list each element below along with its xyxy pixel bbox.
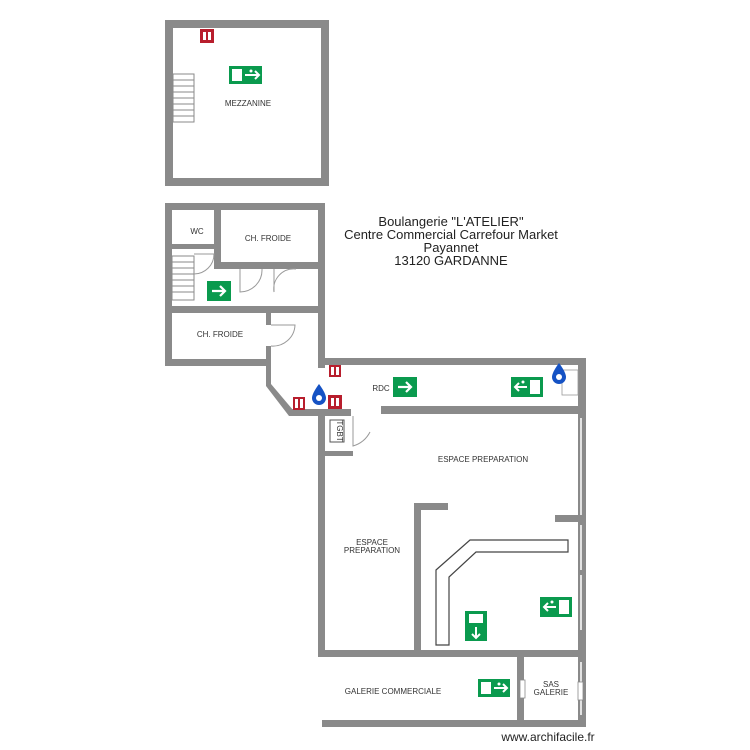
room-label-cold-room-1: CH. FROIDE [245, 234, 291, 243]
stairs-icon [171, 255, 195, 301]
window-marks [519, 369, 584, 715]
room-label-prep-area-2-line1: ESPACE [356, 538, 388, 547]
watermark-footer: www.archifacile.fr [500, 730, 594, 744]
door-wc [193, 253, 215, 275]
exit-sign-icon [511, 377, 543, 397]
room-label-cold-room-2: CH. FROIDE [197, 330, 243, 339]
room-label-gallery: GALERIE COMMERCIALE [345, 687, 441, 696]
tgbt-walls [318, 416, 353, 456]
title-line-1: Boulangerie "L'ATELIER" [378, 214, 524, 229]
corridor-walls [266, 358, 586, 416]
fire-extinguisher-icon [293, 397, 305, 410]
room-label-mezzanine: MEZZANINE [225, 99, 271, 108]
room-label-tgbt: TGBT [335, 420, 344, 441]
title-line-2: Centre Commercial Carrefour Market [344, 227, 558, 242]
exit-sign-icon [229, 66, 262, 84]
door-cold-room-1b [273, 268, 297, 293]
door-tgbt [352, 416, 371, 447]
title-line-3: Payannet [424, 240, 479, 255]
room-label-prep-area-2-line2: PREPARATION [344, 546, 400, 555]
fire-extinguisher-icon [200, 29, 214, 43]
room-label-sas-line2: GALERIE [534, 688, 569, 697]
counter [435, 539, 569, 646]
title-line-4: 13120 GARDANNE [394, 253, 508, 268]
room-label-rdc: RDC [372, 384, 390, 393]
mezzanine-stairs-icon [172, 73, 195, 123]
door-cold-room-1a [239, 268, 263, 293]
room-label-prep-area-1: ESPACE PREPARATION [438, 455, 528, 464]
fire-extinguisher-icon [328, 395, 342, 409]
exit-sign-icon [540, 597, 572, 617]
fire-extinguisher-icon [329, 365, 341, 377]
door-cold-room-2 [270, 324, 296, 347]
arrow-right-icon [207, 281, 231, 301]
water-drop-icon [552, 363, 566, 384]
exit-sign-icon [478, 679, 510, 697]
exit-sign-icon [465, 611, 487, 641]
room-label-sas-line1: SAS [543, 680, 559, 689]
mezzanine-walls [165, 20, 329, 186]
upper-block-walls [165, 203, 325, 368]
room-label-wc: WC [190, 227, 204, 236]
water-drop-icon [312, 384, 326, 405]
arrow-right-icon [393, 377, 417, 397]
